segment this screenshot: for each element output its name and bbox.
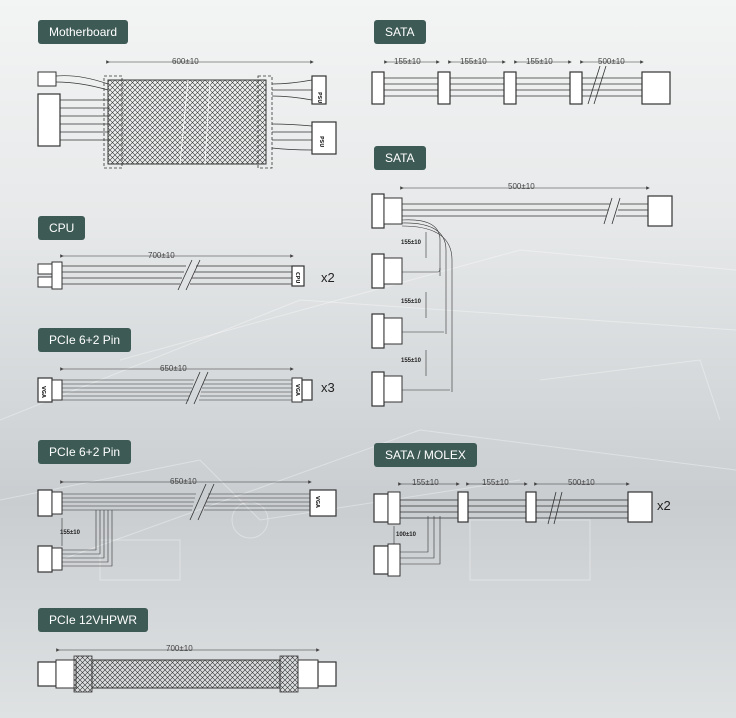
dim-motherboard: 600±10 — [172, 57, 199, 66]
dim-12vhpwr: 700±10 — [166, 644, 193, 653]
label-pcie-12vhpwr: PCIe 12VHPWR — [38, 608, 149, 632]
cpu-mark: CPU — [294, 272, 300, 283]
dim-pcie-dual-main: 650±10 — [170, 477, 197, 486]
dim-sata-a-3: 155±10 — [526, 57, 553, 66]
pcie-dual-connector-top — [37, 489, 53, 517]
label-sata-a: SATA — [374, 20, 426, 44]
multiplier-sata-molex: x2 — [657, 498, 671, 513]
sata-molex-sata-1 — [457, 491, 469, 523]
pcie-6-2-single-cable-diagram — [37, 367, 313, 405]
dim-sata-b-3: 155±10 — [401, 358, 422, 364]
label-motherboard: Motherboard — [38, 20, 129, 44]
multiplier-cpu: x2 — [321, 270, 335, 285]
sata-connector-2 — [437, 71, 451, 105]
label-cpu: CPU — [38, 216, 86, 240]
motherboard-cable-diagram — [37, 60, 337, 169]
dim-sata-b-1: 155±10 — [401, 240, 422, 246]
pcie-12vhpwr-cable-diagram — [37, 648, 337, 693]
molex-connector-2 — [373, 545, 389, 575]
dim-cpu: 700±10 — [148, 251, 175, 260]
psu-connector-bottom — [311, 121, 337, 155]
psu-mark-top: PSU — [316, 92, 322, 103]
sata-branch-connector-4 — [371, 371, 385, 407]
sata-psu-connector — [641, 71, 671, 105]
sata-connector-3 — [503, 71, 517, 105]
molex-connector-1 — [373, 493, 389, 523]
dim-sata-molex-branch: 100±10 — [396, 532, 417, 538]
cpu-connector — [291, 265, 305, 287]
vga-mark-left: VGA — [40, 386, 46, 398]
sata-inline-cable-diagram — [371, 60, 671, 105]
atx-24pin-connector — [37, 93, 61, 147]
pcie-connector-right — [301, 379, 313, 401]
sata-connector-1 — [371, 71, 385, 105]
vga-mark-dual: VGA — [314, 496, 320, 508]
sata-branch-psu-connector — [647, 195, 673, 227]
label-sata-molex: SATA / MOLEX — [374, 443, 477, 467]
dim-sata-a-2: 155±10 — [460, 57, 487, 66]
dim-sata-molex-1: 155±10 — [412, 478, 439, 487]
label-pcie-6-2-pin-b: PCIe 6+2 Pin — [38, 440, 132, 464]
sata-molex-sata-2 — [525, 491, 537, 523]
cpu-cable-diagram — [37, 254, 305, 291]
12vhpwr-connector-right — [317, 661, 337, 687]
pcie-dual-connector-right — [309, 489, 337, 517]
sata-branch-connector-3 — [371, 313, 385, 349]
psu-mark-bottom: PSU — [318, 136, 324, 147]
dim-pcie-single: 650±10 — [160, 364, 187, 373]
dim-sata-a-4: 500±10 — [598, 57, 625, 66]
dim-sata-b-2: 155±10 — [401, 299, 422, 305]
psu-connector-top — [311, 75, 327, 105]
dim-sata-a-1: 155±10 — [394, 57, 421, 66]
dim-pcie-dual-branch: 155±10 — [60, 530, 81, 536]
sata-molex-cable-diagram — [373, 482, 653, 577]
label-sata-b: SATA — [374, 146, 426, 170]
vga-mark-right: VGA — [294, 384, 300, 396]
dim-sata-molex-2: 155±10 — [482, 478, 509, 487]
label-pcie-6-2-pin-a: PCIe 6+2 Pin — [38, 328, 132, 352]
sata-branched-cable-diagram — [371, 186, 673, 407]
dim-sata-molex-3: 500±10 — [568, 478, 595, 487]
sata-branch-connector-2 — [371, 253, 385, 289]
sata-connector-4 — [569, 71, 583, 105]
sata-branch-connector-1 — [371, 193, 385, 229]
pcie-dual-connector-bottom — [37, 545, 53, 573]
sata-molex-psu-connector — [627, 491, 653, 523]
dim-sata-b-main: 500±10 — [508, 182, 535, 191]
pcie-6-2-dual-cable-diagram — [37, 480, 337, 573]
multiplier-pcie: x3 — [321, 380, 335, 395]
12vhpwr-connector-left — [37, 661, 57, 687]
